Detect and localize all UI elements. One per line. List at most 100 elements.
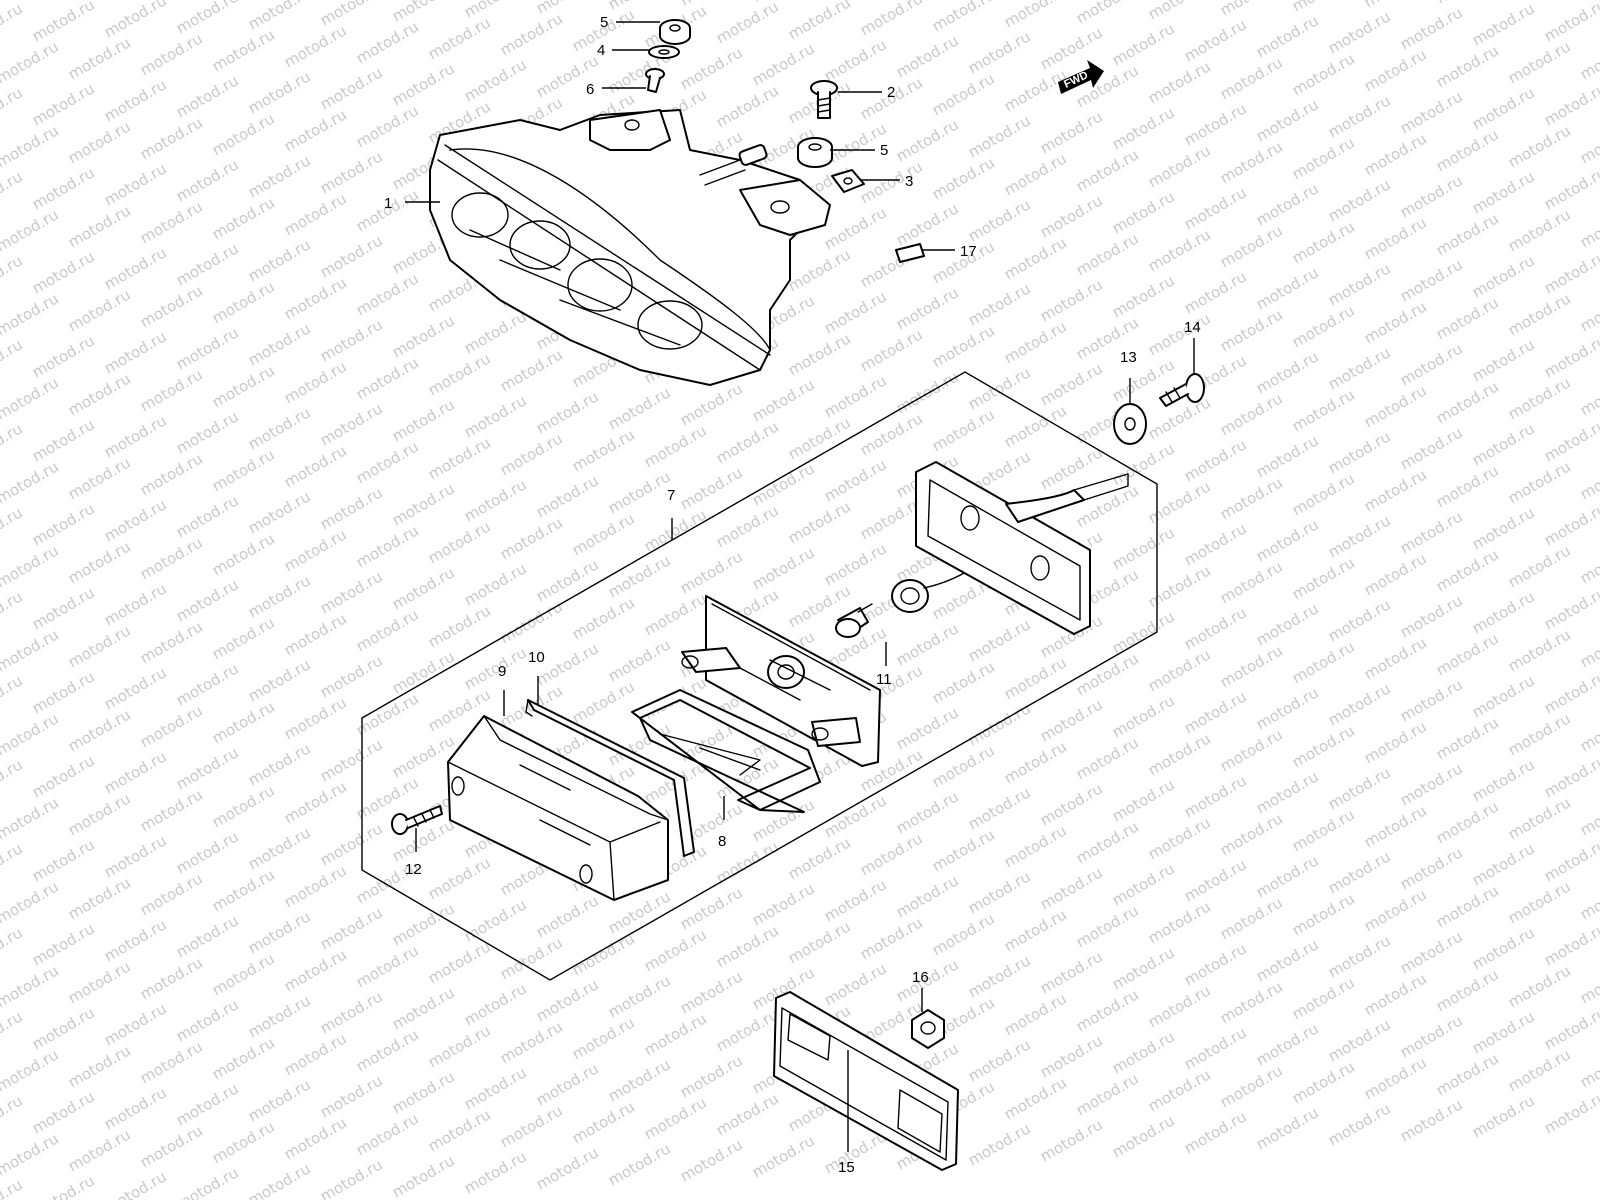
watermark-text: motod.ru [1325, 91, 1394, 141]
watermark-text: motod.ru [0, 205, 62, 255]
watermark-text: motod.ru [1541, 919, 1600, 969]
watermark-text: motod.ru [713, 0, 782, 47]
watermark-text: motod.ru [0, 839, 26, 889]
watermark-text: motod.ru [0, 289, 62, 339]
watermark-text: motod.ru [1289, 49, 1358, 99]
watermark-text: motod.ru [1469, 587, 1538, 637]
watermark-text: motod.ru [497, 9, 566, 59]
watermark-text: motod.ru [101, 579, 170, 629]
watermark-text: motod.ru [317, 147, 386, 197]
watermark-text: motod.ru [65, 621, 134, 671]
watermark-text: motod.ru [137, 197, 206, 247]
watermark-text: motod.ru [1325, 679, 1394, 729]
watermark-text: motod.ru [425, 601, 494, 651]
watermark-text: motod.ru [0, 457, 62, 507]
watermark-text: motod.ru [101, 411, 170, 461]
watermark-text: motod.ru [677, 1135, 746, 1185]
watermark-text: motod.ru [1181, 855, 1250, 905]
watermark-text: motod.ru [1289, 217, 1358, 267]
watermark-text: motod.ru [209, 613, 278, 663]
watermark-text: motod.ru [1181, 519, 1250, 569]
watermark-text: motod.ru [173, 659, 242, 709]
watermark-text: motod.ru [929, 69, 998, 119]
watermark-text: motod.ru [641, 1093, 710, 1143]
watermark-text: motod.ru [569, 1097, 638, 1147]
watermark-text: motod.ru [137, 365, 206, 415]
watermark-text: motod.ru [1217, 557, 1286, 607]
watermark-text: motod.ru [1217, 389, 1286, 439]
watermark-text: motod.ru [1433, 41, 1502, 91]
watermark-text: motod.ru [497, 513, 566, 563]
watermark-text: motod.ru [1037, 695, 1106, 745]
watermark-text: motod.ru [1433, 797, 1502, 847]
watermark-text: motod.ru [1145, 477, 1214, 527]
watermark-text: motod.ru [1289, 973, 1358, 1023]
watermark-text: motod.ru [857, 325, 926, 375]
watermark-text: motod.ru [1037, 107, 1106, 157]
watermark-text: motod.ru [0, 755, 26, 805]
watermark-text: motod.ru [1433, 1049, 1502, 1099]
watermark-text: motod.ru [569, 929, 638, 979]
watermark-text: motod.ru [893, 367, 962, 417]
watermark-text: motod.ru [353, 353, 422, 403]
watermark-text: motod.ru [29, 583, 98, 633]
watermark-text: motod.ru [173, 155, 242, 205]
watermark-text: motod.ru [1361, 801, 1430, 851]
watermark-text: motod.ru [353, 1025, 422, 1075]
watermark-text: motod.ru [137, 701, 206, 751]
watermark-text: motod.ru [1469, 923, 1538, 973]
watermark-text: motod.ru [425, 349, 494, 399]
watermark-text: motod.ru [281, 273, 350, 323]
watermark-text: motod.ru [713, 1005, 782, 1055]
callout-6: 6 [586, 81, 594, 98]
watermark-text: motod.ru [0, 335, 26, 385]
watermark-text: motod.ru [785, 0, 854, 43]
watermark-text: motod.ru [425, 1105, 494, 1155]
watermark-text: motod.ru [101, 663, 170, 713]
watermark-text: motod.ru [353, 437, 422, 487]
watermark-text: motod.ru [857, 913, 926, 963]
watermark-text: motod.ru [1145, 813, 1214, 863]
watermark-text: motod.ru [533, 1143, 602, 1193]
watermark-text: motod.ru [65, 33, 134, 83]
watermark-text: motod.ru [281, 777, 350, 827]
watermark-text: motod.ru [1325, 595, 1394, 645]
watermark-text: motod.ru [605, 1139, 674, 1189]
watermark-text: motod.ru [893, 115, 962, 165]
watermark-text: motod.ru [0, 419, 26, 469]
watermark-text: motod.ru [29, 1003, 98, 1053]
watermark-text: motod.ru [29, 499, 98, 549]
watermark-text: motod.ru [1397, 1095, 1466, 1145]
watermark-text: motod.ru [1073, 481, 1142, 531]
watermark-text: motod.ru [1217, 221, 1286, 271]
watermark-text: motod.ru [857, 829, 926, 879]
watermark-text: motod.ru [0, 709, 62, 759]
watermark-text: motod.ru [1397, 843, 1466, 893]
watermark-text: motod.ru [1361, 465, 1430, 515]
tail-housing-back [915, 461, 1129, 635]
watermark-text: motod.ru [1361, 549, 1430, 599]
watermark-text: motod.ru [785, 329, 854, 379]
watermark-text: motod.ru [641, 421, 710, 471]
watermark-text: motod.ru [461, 55, 530, 105]
watermark-text: motod.ru [0, 251, 26, 301]
watermark-text: motod.ru [677, 43, 746, 93]
watermark-text: motod.ru [101, 327, 170, 377]
watermark-text: motod.ru [389, 983, 458, 1033]
watermark-text: motod.ru [1577, 369, 1600, 419]
watermark-text: motod.ru [281, 1029, 350, 1079]
taillight-kit-box [361, 371, 1158, 981]
watermark-text: motod.ru [677, 547, 746, 597]
watermark-text: motod.ru [1145, 309, 1214, 359]
callout-10: 10 [528, 649, 545, 666]
watermark-text: motod.ru [1217, 893, 1286, 943]
watermark-text: motod.ru [1181, 15, 1250, 65]
watermark-text: motod.ru [137, 617, 206, 667]
watermark-text: motod.ru [461, 895, 530, 945]
watermark-text: motod.ru [461, 643, 530, 693]
watermark-text: motod.ru [1433, 0, 1502, 7]
watermark-text: motod.ru [461, 559, 530, 609]
watermark-text: motod.ru [353, 521, 422, 571]
watermark-text: motod.ru [1073, 901, 1142, 951]
